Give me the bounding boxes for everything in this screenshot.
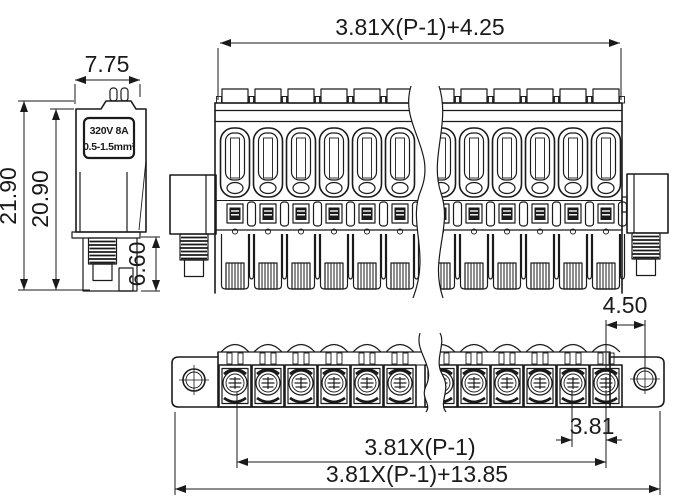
rating-label-line1: 320V 8A [90,125,129,137]
bottom-terminal-cells [217,343,624,409]
dim-body-height-label: 20.90 [27,170,53,228]
side-screw [87,237,118,282]
front-view [169,85,669,299]
dim-pole-span-label: 3.81X(P-1) [364,434,475,460]
dim-bottom-overall-width-label: 3.81X(P-1)+13.85 [326,461,508,487]
dim-pitch-label: 3.81 [570,413,615,439]
side-view: 320V 8A 0.5-1.5mm² [71,87,147,292]
side-view-dimensions: 7.75 21.90 20.90 6.60 [0,51,160,292]
dim-hole-to-pole-label: 4.50 [603,292,648,318]
right-mounting-flange [609,356,665,408]
dim-top-width-label: 7.75 [85,51,130,77]
dim-front-overall-width-label: 3.81X(P-1)+4.25 [335,14,504,40]
bottom-break-lines [418,332,447,413]
rating-label-line2: 0.5-1.5mm² [83,141,136,153]
bottom-view-dimensions: 4.50 3.81 3.81X(P-1) 3.81X(P-1)+13.85 [174,292,661,495]
front-right-flange-screw [621,173,669,277]
dim-screw-section-label: 6.60 [124,242,150,287]
front-left-flange-screw [169,174,217,278]
rating-label: 320V 8A 0.5-1.5mm² [82,116,136,160]
front-view-dimensions: 3.81X(P-1)+4.25 [217,14,622,100]
left-mounting-flange [171,356,219,408]
dim-overall-height-label: 21.90 [0,167,21,225]
front-break-lines [408,85,446,299]
bottom-view [171,332,665,413]
